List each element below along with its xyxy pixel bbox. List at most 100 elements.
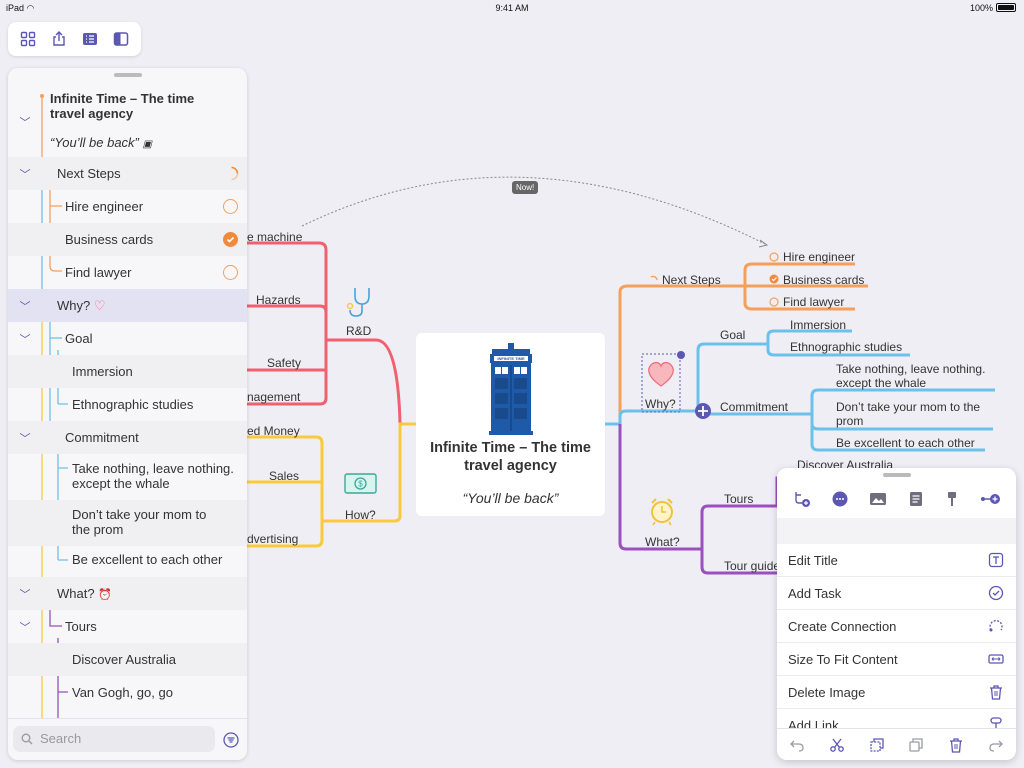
- outline-item-business-cards[interactable]: Business cards: [8, 223, 247, 256]
- outline-item-next-steps[interactable]: ﹀ Next Steps: [8, 157, 247, 190]
- menu-size-to-fit[interactable]: Size To Fit Content: [777, 643, 1016, 676]
- chevron-down-icon[interactable]: ﹀: [19, 117, 31, 129]
- outline-item-take-nothing[interactable]: Take nothing, leave nothing. except the …: [8, 454, 247, 500]
- undo-icon[interactable]: [789, 737, 805, 753]
- node-next-steps[interactable]: Next Steps: [662, 273, 721, 287]
- node-money[interactable]: ed Money: [247, 424, 300, 438]
- chevron-down-icon[interactable]: ﹀: [19, 301, 31, 313]
- menu-create-connection[interactable]: Create Connection: [777, 610, 1016, 643]
- outline-label: Tours: [65, 619, 97, 634]
- outline-item-goal[interactable]: ﹀ Goal: [8, 322, 247, 355]
- notes-icon[interactable]: [908, 491, 924, 507]
- central-topic[interactable]: INFINITE TIME Infinite Time – The time t…: [416, 333, 605, 516]
- chevron-down-icon[interactable]: ﹀: [19, 589, 31, 601]
- node-sales[interactable]: Sales: [269, 469, 300, 483]
- outline-label: What? ⏰: [57, 586, 112, 601]
- context-toolbar: [777, 484, 1016, 514]
- node-be-excellent[interactable]: Be excellent to each other: [836, 436, 975, 450]
- outline-label: Goal: [65, 331, 93, 346]
- node-goal[interactable]: Goal: [720, 328, 746, 342]
- task-checkbox[interactable]: [223, 265, 238, 280]
- outline-item-why[interactable]: ﹀ Why? ♡: [8, 289, 247, 322]
- node-what[interactable]: What?: [645, 535, 680, 549]
- node-business-cards[interactable]: Business cards: [783, 273, 865, 287]
- panel-grabber[interactable]: [114, 73, 142, 77]
- node-commitment[interactable]: Commitment: [720, 400, 789, 414]
- cut-icon[interactable]: [829, 737, 845, 753]
- outline-item-hire-engineer[interactable]: Hire engineer: [8, 190, 247, 223]
- task-checkbox[interactable]: [223, 199, 238, 214]
- outline-item-immersion[interactable]: Immersion: [8, 355, 247, 388]
- outline-item-mom-prom[interactable]: Don’t take your mom to the prom: [8, 500, 247, 546]
- chevron-down-icon[interactable]: ﹀: [19, 334, 31, 346]
- clock: 9:41 AM: [495, 3, 529, 13]
- alarm-clock-icon: [651, 498, 673, 526]
- node-tours[interactable]: Tours: [724, 492, 754, 506]
- outline-item-commitment[interactable]: ﹀ Commitment: [8, 421, 247, 454]
- panel-grabber[interactable]: [883, 473, 911, 477]
- node-safety[interactable]: Safety: [267, 356, 302, 370]
- node-why[interactable]: Why?: [645, 397, 676, 411]
- edit-title-icon: [988, 552, 1004, 568]
- outline-item-tours[interactable]: ﹀ Tours: [8, 610, 247, 643]
- share-icon[interactable]: [46, 26, 72, 52]
- tardis-label: INFINITE TIME: [497, 356, 525, 361]
- outline-view-icon[interactable]: [77, 26, 103, 52]
- copy-icon[interactable]: [869, 737, 885, 753]
- menu-add-task[interactable]: Add Task: [777, 577, 1016, 610]
- node-immersion[interactable]: Immersion: [790, 318, 847, 332]
- node-hazards[interactable]: Hazards: [256, 293, 301, 307]
- grid-icon[interactable]: [15, 26, 41, 52]
- node-ethnographic[interactable]: Ethnographic studies: [790, 340, 903, 354]
- redo-icon[interactable]: [988, 737, 1004, 753]
- outline-label: Take nothing, leave nothing. except the …: [72, 461, 234, 491]
- node-how[interactable]: How?: [345, 508, 376, 522]
- connection-icon: [989, 620, 1003, 632]
- node-find-lawyer[interactable]: Find lawyer: [783, 295, 845, 309]
- battery-status: 100%: [970, 3, 1016, 13]
- more-icon[interactable]: [832, 491, 848, 507]
- node-time-machine[interactable]: e machine: [247, 230, 303, 244]
- outline-root[interactable]: ﹀ Infinite Time – The time travel agency…: [8, 88, 247, 150]
- node-tour-guide[interactable]: Tour guide: [724, 559, 781, 573]
- node-take-nothing[interactable]: Take nothing, leave nothing. except the …: [836, 362, 986, 390]
- node-management[interactable]: nagement: [247, 390, 301, 404]
- sidebar-icon[interactable]: [108, 26, 134, 52]
- search-input[interactable]: Search: [13, 726, 215, 752]
- tardis-image: INFINITE TIME: [489, 343, 533, 435]
- search-icon: [21, 733, 33, 745]
- connect-icon[interactable]: [980, 492, 1000, 506]
- task-cards-marker: [769, 274, 779, 284]
- outline-item-be-excellent[interactable]: Be excellent to each other: [8, 546, 247, 579]
- outline-item-van-gogh[interactable]: Van Gogh, go, go: [8, 676, 247, 709]
- style-brush-icon[interactable]: [945, 491, 959, 507]
- node-rd[interactable]: R&D: [346, 324, 372, 338]
- outline-label: Immersion: [72, 364, 133, 379]
- image-icon[interactable]: [869, 491, 887, 507]
- outline-item-find-lawyer[interactable]: Find lawyer: [8, 256, 247, 289]
- menu-edit-title[interactable]: Edit Title: [777, 544, 1016, 577]
- node-mom-prom[interactable]: Don’t take your mom to the prom: [836, 400, 981, 428]
- connection-label[interactable]: Now!: [512, 181, 539, 194]
- add-subtopic-icon[interactable]: [793, 490, 811, 508]
- outline-item-ethnographic[interactable]: Ethnographic studies: [8, 388, 247, 421]
- chevron-down-icon[interactable]: ﹀: [19, 622, 31, 634]
- outline-item-discover-australia[interactable]: Discover Australia: [8, 643, 247, 676]
- outline-item-what[interactable]: ﹀ What? ⏰: [8, 577, 247, 610]
- wifi-icon: ◠: [26, 3, 35, 13]
- node-hire-engineer[interactable]: Hire engineer: [783, 250, 856, 264]
- duplicate-icon[interactable]: [908, 737, 924, 753]
- outline-root-title: Infinite Time – The time travel agency: [50, 91, 195, 121]
- image-icon: ▣: [142, 139, 152, 150]
- chevron-down-icon[interactable]: ﹀: [19, 169, 31, 181]
- node-advertising[interactable]: dvertising: [247, 532, 299, 546]
- outline-label: Find lawyer: [65, 265, 132, 280]
- central-subtitle: “You’ll be back”: [462, 490, 559, 506]
- delete-icon[interactable]: [948, 737, 964, 753]
- context-menu-panel: Edit Title Add Task Create Connection Si…: [777, 468, 1016, 760]
- connection-arc: [301, 176, 766, 245]
- checkmark-icon[interactable]: [223, 232, 238, 247]
- menu-delete-image[interactable]: Delete Image: [777, 676, 1016, 709]
- chevron-down-icon[interactable]: ﹀: [19, 433, 31, 445]
- filter-icon[interactable]: [223, 732, 239, 748]
